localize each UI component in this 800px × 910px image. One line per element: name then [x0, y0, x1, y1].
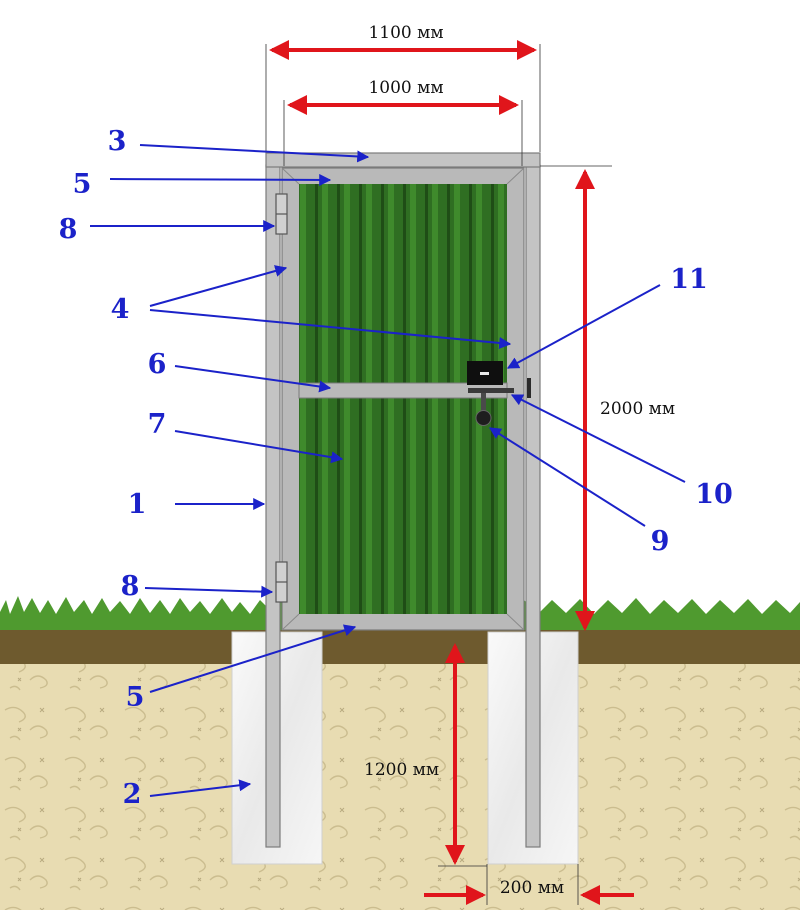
callout-9: 9: [651, 526, 670, 557]
callout-1: 1: [128, 489, 147, 520]
dimension-lines: [265, 40, 634, 905]
callout-6: 6: [148, 349, 167, 380]
callout-5-top: 5: [73, 169, 92, 200]
callout-7: 7: [148, 409, 167, 440]
hinge-icon: [275, 561, 288, 603]
callout-11: 11: [670, 264, 708, 295]
label-height: 2000 мм: [600, 399, 675, 419]
callout-2: 2: [123, 779, 142, 810]
label-outer-width: 1100 мм: [368, 23, 443, 43]
callout-arrows: [90, 144, 686, 797]
post-right: [525, 164, 541, 848]
hinge-icon: [275, 193, 288, 235]
topsoil-band: [0, 630, 800, 664]
label-inner-width: 1000 мм: [368, 78, 443, 98]
handle-knob-icon: [475, 393, 492, 426]
label-depth: 1200 мм: [364, 760, 439, 780]
callout-5-bottom: 5: [126, 682, 145, 713]
gate-panel-upper: [299, 184, 507, 383]
callout-8-top: 8: [59, 214, 78, 245]
frame-corner-lines: [281, 167, 525, 631]
top-beam: [265, 152, 541, 168]
label-footing-width: 200 мм: [500, 878, 564, 898]
soil: [0, 660, 800, 910]
post-left: [265, 164, 281, 848]
callout-4: 4: [111, 294, 130, 325]
callout-3: 3: [108, 126, 127, 157]
latch-bar-icon: [468, 378, 531, 398]
callout-10: 10: [695, 479, 733, 510]
gate-panel-lower: [299, 398, 507, 614]
callout-8-bottom: 8: [121, 571, 140, 602]
lock-box-icon: [467, 361, 503, 385]
